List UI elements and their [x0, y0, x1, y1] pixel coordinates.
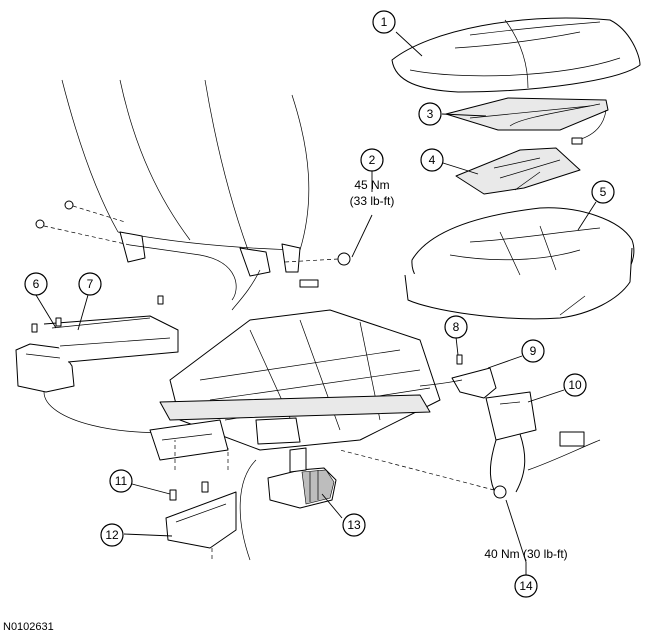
callout-1: 1 [372, 10, 396, 34]
callout-number: 7 [87, 277, 94, 291]
callout-number: 12 [105, 528, 119, 542]
callout-number: 3 [427, 107, 434, 121]
callout-3: 3 [418, 102, 442, 126]
torque-spec-45nm: 45 Nm (33 lb-ft) [350, 178, 395, 208]
callout-number: 2 [369, 153, 376, 167]
callout-number: 13 [347, 518, 361, 532]
callout-number: 14 [519, 579, 533, 593]
callout-number: 9 [530, 344, 537, 358]
cushion-cover [391, 17, 641, 93]
callout-number: 1 [381, 15, 388, 29]
callout-12: 12 [100, 523, 124, 547]
seat-track-frame [149, 309, 441, 561]
lower-trim-panel [165, 481, 237, 560]
callout-13: 13 [342, 513, 366, 537]
seat-motor [267, 447, 337, 509]
callout-number: 6 [33, 277, 40, 291]
callout-14: 14 [514, 574, 538, 598]
seat-belt-buckle [339, 391, 601, 499]
cushion-foam-pad [404, 207, 635, 320]
callout-11: 11 [109, 469, 133, 493]
callout-number: 10 [568, 378, 582, 392]
callout-5: 5 [591, 180, 615, 204]
torque-spec-line: 45 Nm [354, 178, 389, 192]
callout-7: 7 [78, 272, 102, 296]
callout-9: 9 [521, 339, 545, 363]
occupant-sensor-mat [455, 147, 581, 195]
harness-clip [419, 354, 497, 399]
figure-reference-id: N0102631 [3, 621, 54, 633]
callout-10: 10 [563, 373, 587, 397]
callout-number: 8 [453, 320, 460, 334]
callout-4: 4 [420, 148, 444, 172]
callout-number: 11 [115, 474, 128, 488]
callout-number: 5 [600, 185, 607, 199]
torque-spec-40nm: 40 Nm (30 lb-ft) [484, 547, 567, 561]
seat-backrest-outline [61, 79, 310, 311]
callout-2: 2 [360, 148, 384, 172]
callout-number: 4 [429, 153, 436, 167]
torque-spec-line: (33 lb-ft) [350, 194, 395, 208]
torque-spec-line: 40 Nm (30 lb-ft) [484, 547, 567, 561]
leader-lines [35, 31, 597, 576]
side-shield-assembly [15, 295, 201, 433]
seat-heater-mat [445, 97, 609, 145]
callout-6: 6 [24, 272, 48, 296]
backrest-bolts [35, 200, 351, 301]
callout-8: 8 [444, 315, 468, 339]
